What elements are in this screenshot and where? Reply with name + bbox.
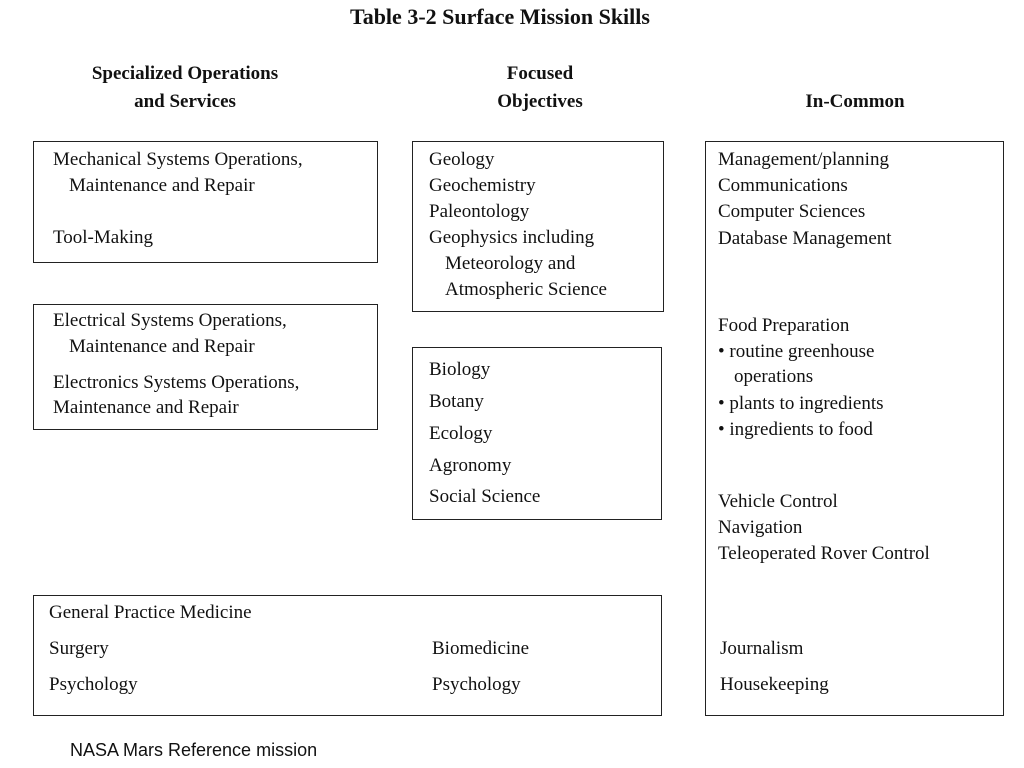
focused-item: Geochemistry <box>429 175 536 196</box>
in-common-item: • routine greenhouse <box>718 341 875 362</box>
specialized-box-mechanical: Mechanical Systems Operations, Maintenan… <box>33 141 378 263</box>
focused-item: Ecology <box>429 423 493 444</box>
in-common-item: Communications <box>718 175 848 196</box>
header-focused-line1: Focused <box>506 63 574 84</box>
in-common-item: Computer Sciences <box>718 201 866 222</box>
in-common-item: Database Management <box>718 228 892 249</box>
in-common-item: Navigation <box>718 517 803 538</box>
focused-item: Atmospheric Science <box>445 279 607 300</box>
medical-item: Psychology <box>432 674 521 695</box>
footer-caption: NASA Mars Reference mission <box>70 740 318 760</box>
header-specialized-line2: and Services <box>134 91 236 112</box>
table-title: Table 3-2 Surface Mission Skills <box>350 4 650 29</box>
specialized-item: Maintenance and Repair <box>69 175 255 196</box>
header-specialized-line1: Specialized Operations <box>91 63 279 84</box>
focused-item: Social Science <box>429 486 541 507</box>
focused-item: Botany <box>429 391 484 412</box>
medical-item: General Practice Medicine <box>49 602 252 623</box>
in-common-box: Management/planning Communications Compu… <box>705 141 1004 716</box>
focused-item: Meteorology and <box>445 253 576 274</box>
focused-item: Geology <box>429 149 495 170</box>
specialized-item: Maintenance and Repair <box>69 336 255 357</box>
in-common-item: Journalism <box>720 638 804 659</box>
focused-item: Paleontology <box>429 201 530 222</box>
focused-item: Agronomy <box>429 455 512 476</box>
focused-item: Geophysics including <box>429 227 595 248</box>
in-common-item: • plants to ingredients <box>718 393 884 414</box>
specialized-item: Tool-Making <box>53 227 153 248</box>
header-focused-line2: Objectives <box>497 91 583 112</box>
focused-box-geosciences: Geology Geochemistry Paleontology Geophy… <box>412 141 664 312</box>
specialized-item: Electrical Systems Operations, <box>53 310 287 331</box>
in-common-item: Food Preparation <box>718 315 850 336</box>
focused-box-lifesciences: Biology Botany Ecology Agronomy Social S… <box>412 347 662 520</box>
medical-item: Surgery <box>49 638 109 659</box>
in-common-item: • ingredients to food <box>718 419 873 440</box>
in-common-item: operations <box>734 366 814 387</box>
medical-item: Biomedicine <box>432 638 530 659</box>
in-common-item: Management/planning <box>718 149 889 170</box>
in-common-item: Housekeeping <box>720 674 829 695</box>
medical-box: General Practice Medicine Surgery Psycho… <box>33 595 662 716</box>
specialized-item: Electronics Systems Operations, <box>53 372 300 393</box>
medical-item: Psychology <box>49 674 138 695</box>
header-specialized: Specialized Operations and Services <box>40 60 330 116</box>
specialized-item: Maintenance and Repair <box>53 397 239 418</box>
focused-item: Biology <box>429 359 491 380</box>
header-in-common: In-Common <box>805 91 905 112</box>
specialized-item: Mechanical Systems Operations, <box>53 149 303 170</box>
in-common-item: Teleoperated Rover Control <box>718 543 930 564</box>
specialized-box-electrical: Electrical Systems Operations, Maintenan… <box>33 304 378 430</box>
in-common-item: Vehicle Control <box>718 491 838 512</box>
header-focused: Focused Objectives <box>440 60 640 116</box>
